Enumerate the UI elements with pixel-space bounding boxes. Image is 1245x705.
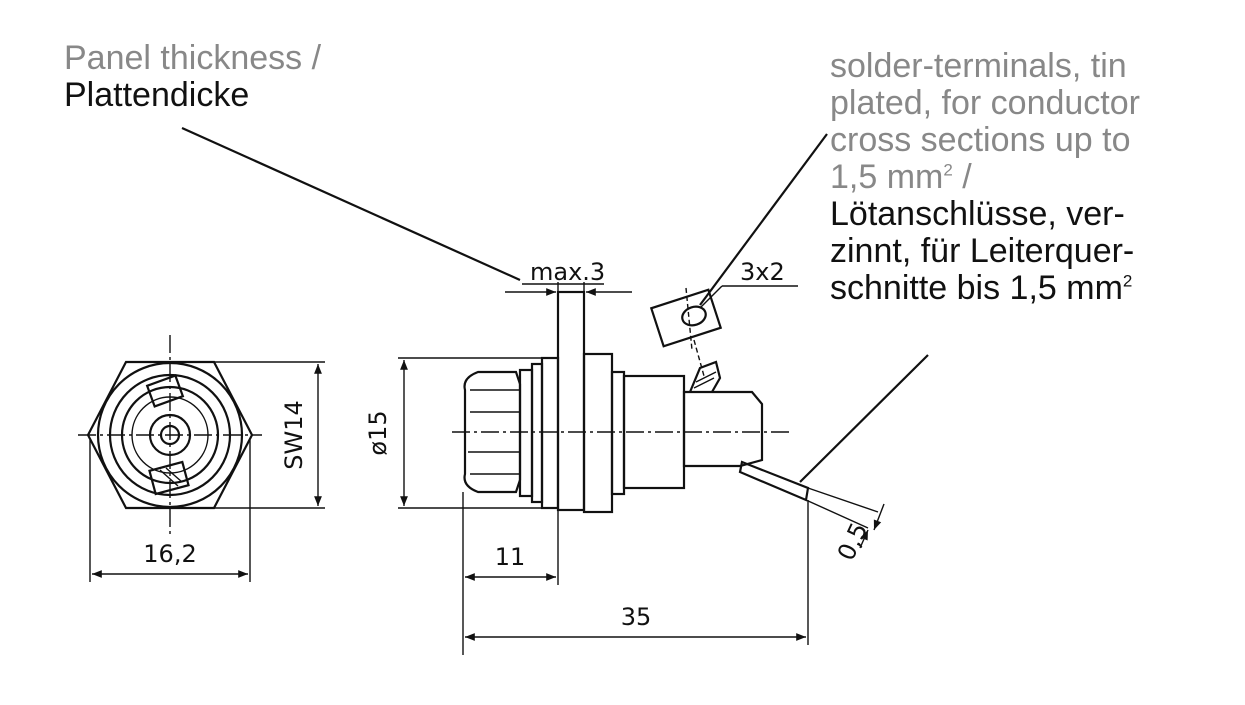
terminal-hole-label: 3x2 (740, 258, 785, 286)
callout-leaders (181, 126, 929, 483)
solder-en-line-4: 1,5 mm2 / (830, 159, 1240, 196)
solder-en-line-2: plated, for conductor (830, 84, 1140, 122)
side-view-dimensions (398, 282, 885, 655)
solder-leader-line-upper (699, 133, 828, 306)
overall-length-label: 35 (621, 603, 652, 631)
solder-de-line-2: zinnt, für Leiterquer- (830, 232, 1135, 270)
solder-de-line-3-sup: 2 (1122, 271, 1133, 291)
max-thickness-label: max.3 (530, 258, 605, 286)
solder-de-line-3: schnitte bis 1,5 mm2 (830, 270, 1240, 307)
solder-en-line-1: solder-terminals, tin (830, 47, 1127, 85)
panel-thickness-label-de: Plattendicke (64, 76, 250, 114)
front-length-label: 11 (495, 543, 526, 571)
front-view-dimensions (89, 361, 325, 582)
solder-en-line-4-end: / (952, 158, 972, 196)
solder-en-line-3: cross sections up to (830, 121, 1131, 159)
terminal-detail (649, 287, 723, 377)
across-flats-label: SW14 (280, 400, 308, 470)
solder-en-line-4-sup: 2 (943, 160, 953, 180)
solder-terminals-callout: solder-terminals, tin plated, for conduc… (830, 48, 1240, 307)
front-width-label: 16,2 (143, 540, 196, 568)
solder-leader-line-lower (799, 354, 929, 483)
panel-leader-line (181, 126, 521, 282)
solder-en-line-4-text: 1,5 mm (830, 158, 944, 196)
solder-de-line-1: Lötanschlüsse, ver- (830, 195, 1125, 233)
front-view (78, 335, 262, 535)
diameter-label: ø15 (364, 410, 392, 455)
side-view (452, 290, 810, 514)
solder-de-line-3-text: schnitte bis 1,5 mm (830, 269, 1123, 307)
terminal-thickness-label: 0,5 (832, 518, 874, 564)
panel-thickness-label-en: Panel thickness / (64, 39, 322, 77)
panel-thickness-callout: Panel thickness / Plattendicke (64, 40, 321, 114)
